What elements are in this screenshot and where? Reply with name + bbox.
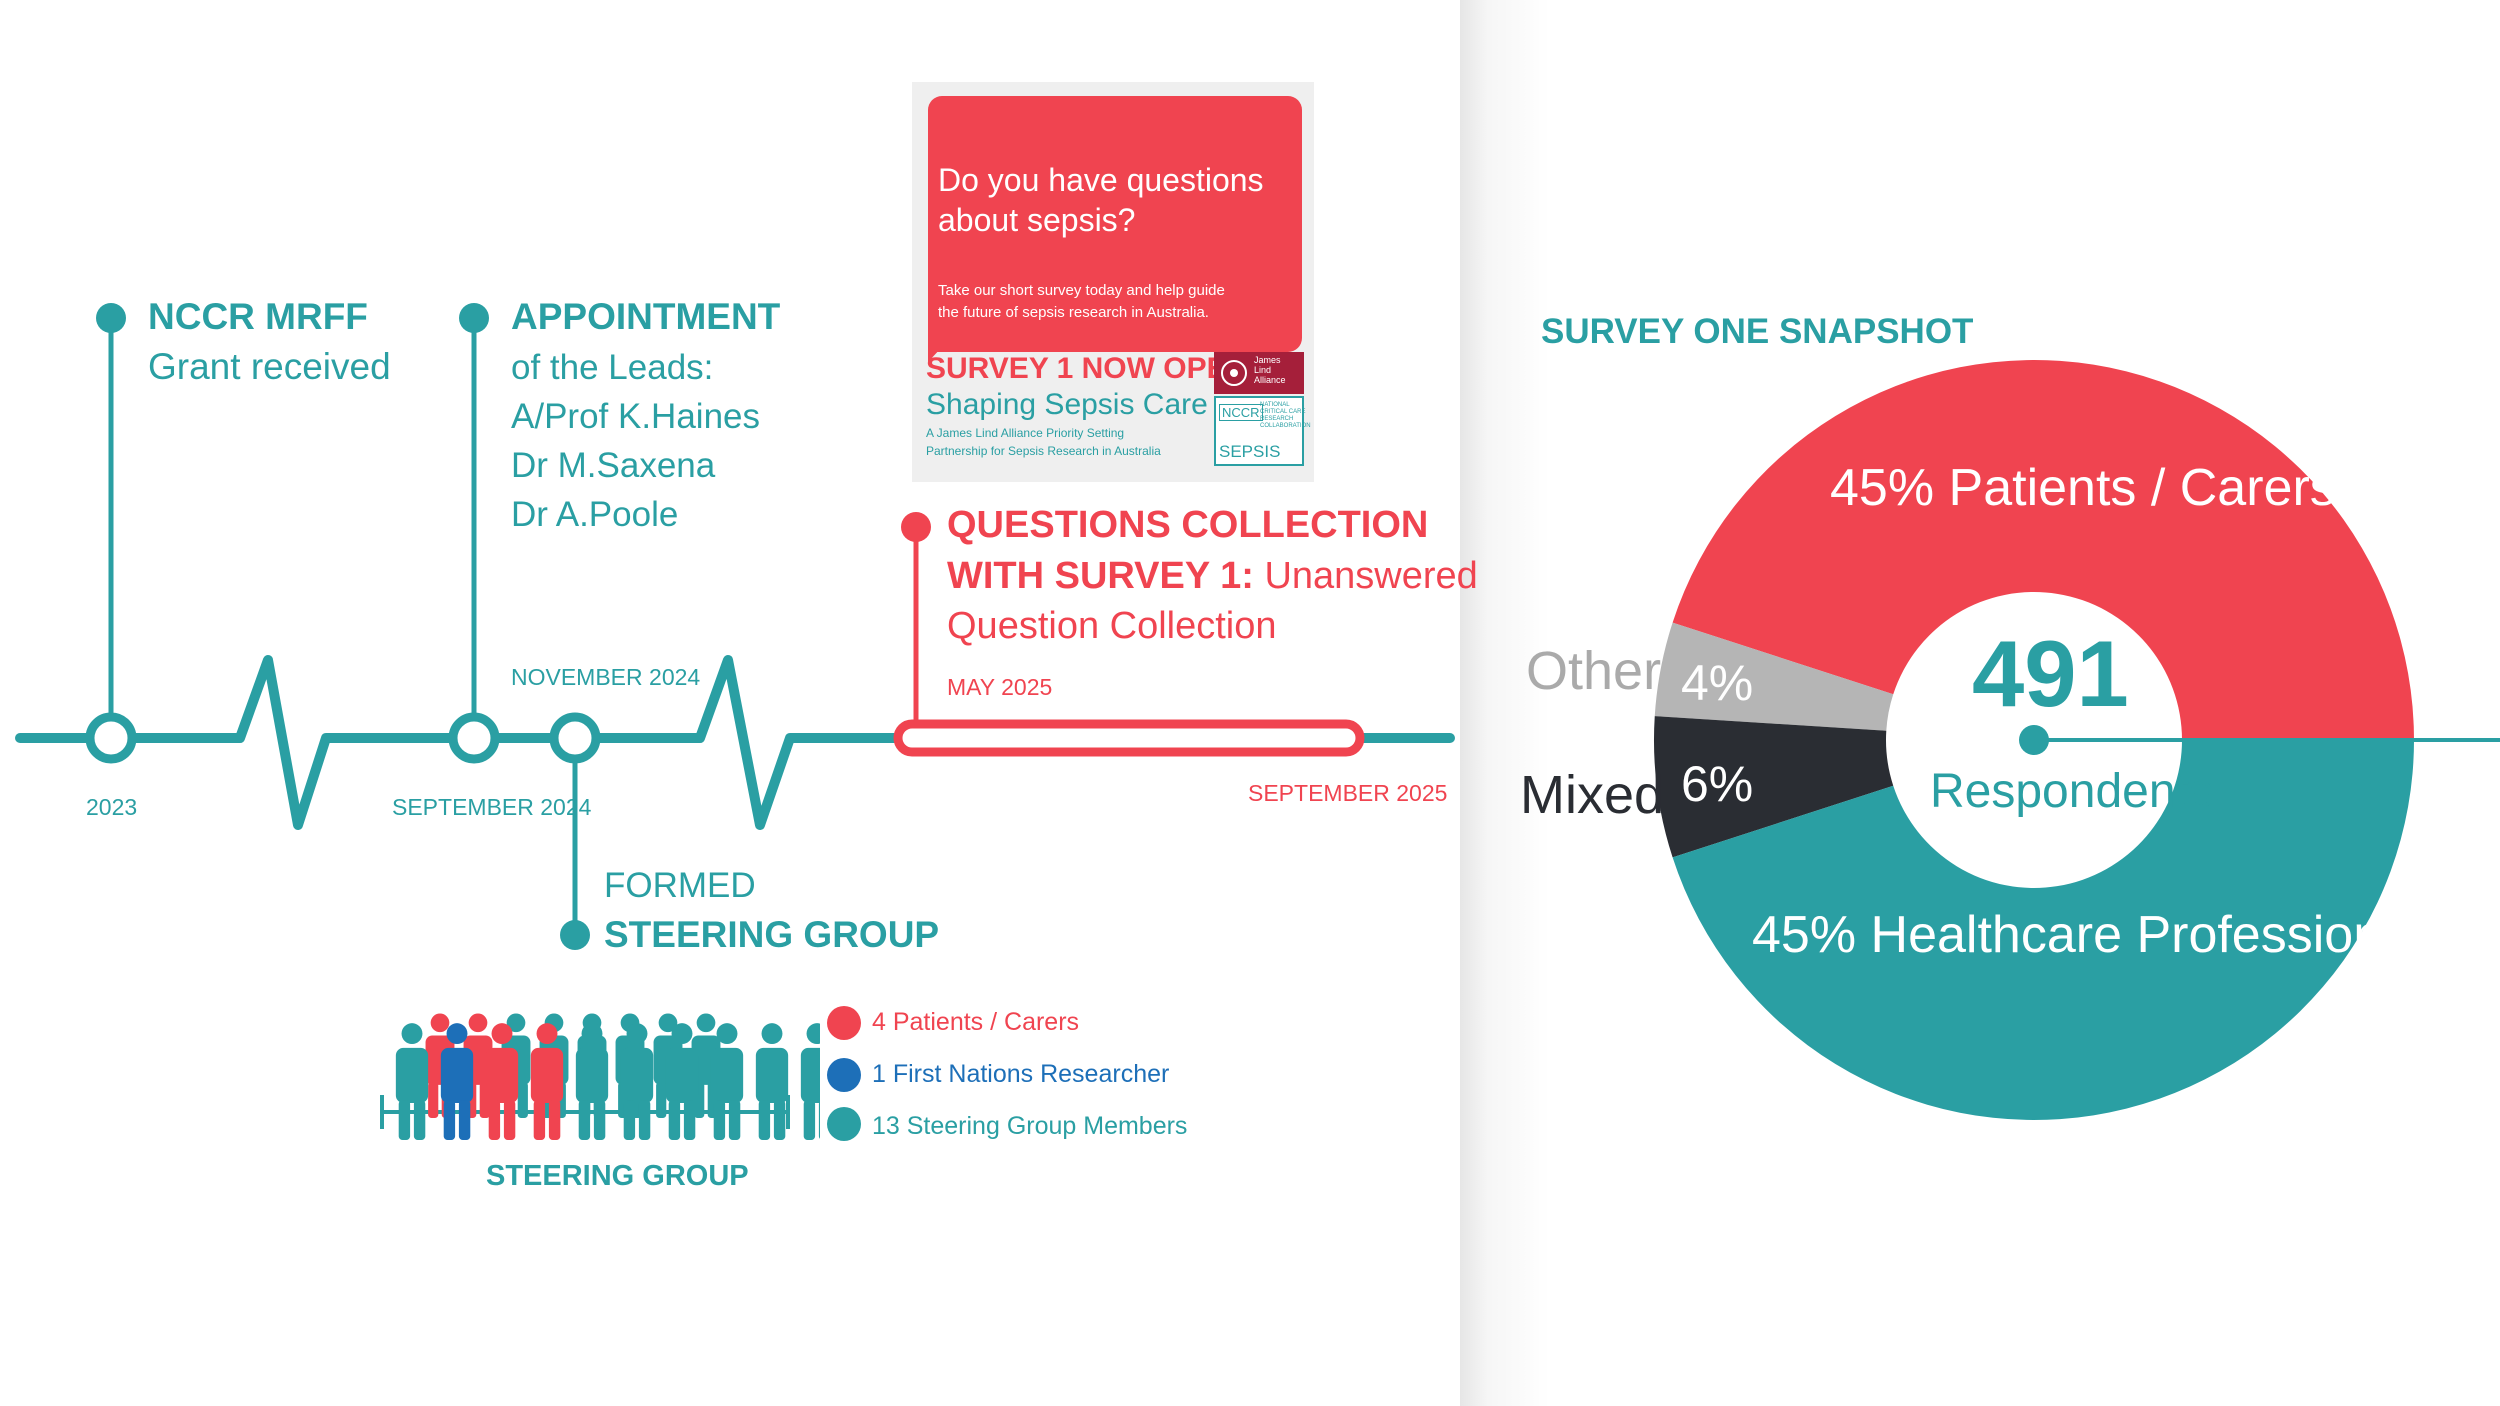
- steering-group-label: STEERING GROUP: [486, 1160, 749, 1192]
- ad-body-1: Take our short survey today and help gui…: [938, 282, 1225, 299]
- legend-dot-first-nations: [827, 1058, 861, 1092]
- appointment-line-3: Dr M.Saxena: [511, 446, 716, 485]
- person-figure-front-4: [530, 1023, 564, 1140]
- date-sep-2024: SEPTEMBER 2024: [392, 794, 592, 820]
- center-pointer-dot: [2019, 725, 2049, 755]
- jla-logo-icon: [1221, 360, 1247, 386]
- appointment-title: APPOINTMENT: [511, 296, 781, 337]
- questions-title-2: WITH SURVEY 1: Unanswered: [947, 555, 1478, 598]
- date-nov-2024: NOVEMBER 2024: [511, 664, 701, 690]
- legend-patients: 4 Patients / Carers: [872, 1008, 1080, 1036]
- person-figure-front-6: [620, 1023, 654, 1140]
- ad-question-2: about sepsis?: [938, 202, 1136, 238]
- ad-subheadline: Shaping Sepsis Care: [926, 388, 1208, 421]
- nccr-dot: [96, 303, 126, 333]
- legend-dot-members-wrap: [827, 1107, 861, 1141]
- person-figure-front-1: [395, 1023, 429, 1140]
- questions-title-3: Question Collection: [947, 605, 1277, 647]
- person-figure-front-8: [710, 1023, 744, 1140]
- sepsis-logo-text: SEPSIS: [1219, 442, 1281, 461]
- questions-title-2-bold: WITH SURVEY 1:: [947, 555, 1254, 597]
- person-figure-front-10: [800, 1023, 820, 1140]
- node-sep-2024: [448, 712, 500, 764]
- timeline-line: [15, 655, 1455, 830]
- respondents-number: 491: [1972, 621, 2129, 726]
- ad-tagline-2: Partnership for Sepsis Research in Austr…: [926, 444, 1161, 458]
- legend-dot-members-main: [827, 1107, 861, 1141]
- ad-body-2: the future of sepsis research in Austral…: [938, 304, 1209, 321]
- questions-dot: [901, 512, 931, 542]
- ad-headline: SURVEY 1 NOW OPEN: [926, 352, 1249, 385]
- appointment-line-2: A/Prof K.Haines: [511, 397, 760, 436]
- outside-label-other: Other: [1526, 641, 1662, 701]
- speech-bubble: [928, 96, 1302, 352]
- survey-advert[interactable]: Do you have questions about sepsis? Take…: [912, 82, 1314, 482]
- date-sep-2025: SEPTEMBER 2025: [1248, 780, 1448, 806]
- donut-slice-mixed: [1654, 716, 1894, 858]
- ad-question-1: Do you have questions: [938, 162, 1264, 198]
- person-figure-front-7: [665, 1023, 699, 1140]
- donut-chart: [1654, 360, 2500, 1120]
- nccr-title: NCCR MRFF: [148, 296, 368, 337]
- slice-label-patients: 45% Patients / Carers: [1830, 459, 2336, 517]
- questions-title-2-rest: Unanswered: [1264, 555, 1478, 597]
- respondents-label: Respondents: [1930, 765, 2213, 818]
- appointment-dot: [459, 303, 489, 333]
- node-nov-2024: [549, 712, 601, 764]
- donut-slice-healthcare-professionals: [1672, 740, 2414, 1120]
- date-2023: 2023: [86, 794, 138, 820]
- survey-period-bar: [893, 719, 1365, 757]
- steering-dot: [560, 920, 590, 950]
- steering-line-1: FORMED: [604, 866, 756, 905]
- ad-tagline-1: A James Lind Alliance Priority Setting: [926, 426, 1125, 440]
- nccr-logo-text: NCCR: [1219, 404, 1263, 421]
- legend-dot-patients: [827, 1006, 861, 1040]
- speech-bubble-tail: [928, 332, 956, 362]
- slice-label-other-pct: 4%: [1681, 655, 1754, 711]
- questions-title-1: QUESTIONS COLLECTION: [947, 504, 1429, 546]
- legend-members: 13 Steering Group Members: [872, 1112, 1188, 1140]
- donut-slice-other: [1654, 622, 1894, 731]
- snapshot-title: SURVEY ONE SNAPSHOT: [1541, 312, 1974, 351]
- slice-label-healthcare: 45% Healthcare Professionals: [1752, 906, 2449, 964]
- appointment-line-4: Dr A.Poole: [511, 495, 679, 534]
- date-may-2025: MAY 2025: [947, 674, 1053, 700]
- person-figure-front-3: [485, 1023, 519, 1140]
- donut-slice-patients-carers: [1672, 360, 2414, 740]
- appointment-line-1: of the Leads:: [511, 348, 714, 387]
- donut-slices: [1654, 360, 2414, 1120]
- nccr-subtitle: Grant received: [148, 346, 391, 387]
- slice-label-mixed-pct: 6%: [1681, 756, 1754, 812]
- person-figure-front-5: [575, 1023, 609, 1140]
- legend-first-nations: 1 First Nations Researcher: [872, 1060, 1170, 1088]
- legend-dots: [827, 1006, 861, 1092]
- person-figure-front-2: [440, 1023, 474, 1140]
- node-2023: [85, 712, 137, 764]
- person-figure-front-9: [755, 1023, 789, 1140]
- outside-label-mixed: Mixed: [1520, 765, 1665, 825]
- steering-line-2: STEERING GROUP: [604, 914, 940, 955]
- steering-group-figures: [380, 1013, 820, 1140]
- figures-group: [395, 1013, 820, 1140]
